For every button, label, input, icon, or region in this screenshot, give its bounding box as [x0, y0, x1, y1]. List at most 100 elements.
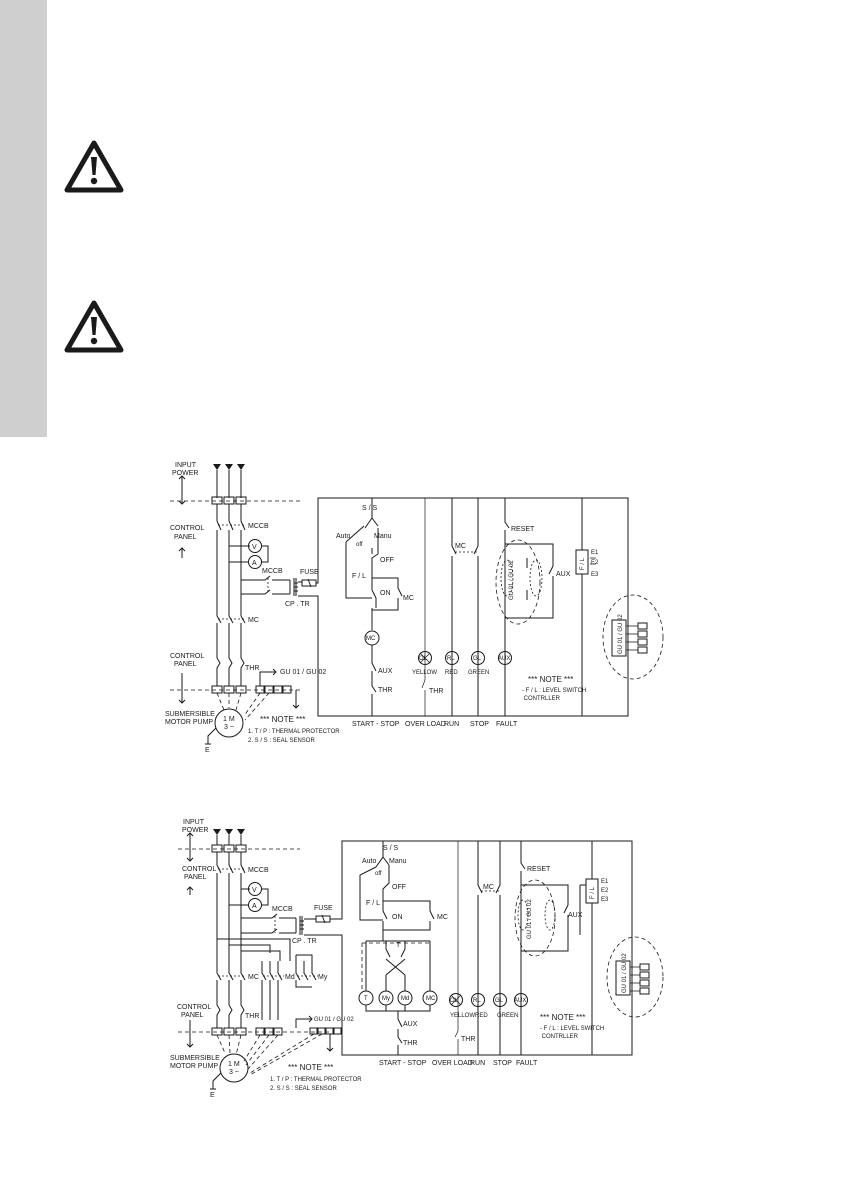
mccb-label: MCCB: [248, 523, 269, 530]
md-label: Md: [285, 974, 295, 981]
thr-label: THR: [245, 665, 259, 672]
e3-label: E3: [591, 572, 599, 578]
mc-rl-label: MC: [455, 543, 466, 550]
aux-r-label: AUX: [556, 571, 571, 578]
thr-ol-label: THR: [461, 1036, 475, 1043]
gu-r-label: GU 01 / GU 02: [618, 614, 624, 654]
gl-label: GL: [495, 998, 504, 1004]
rl-label: RL: [447, 656, 455, 662]
manu-label: Manu: [374, 533, 392, 540]
note-left-title: *** NOTE ***: [260, 715, 305, 724]
t-contact-label: T: [396, 942, 401, 949]
mc-contact-label: MC: [403, 595, 414, 602]
aux-lamp-label: AUX: [514, 998, 526, 1004]
note-fl: - F / L : LEVEL SWITCH CONTRLLER: [522, 688, 586, 702]
warning-icon: [64, 300, 124, 354]
mc-label: MC: [248, 617, 259, 624]
thr-label: THR: [245, 1013, 259, 1020]
overload-label: OVER LOAD: [432, 1060, 473, 1067]
green-label: GREEN: [497, 1013, 518, 1019]
note-title: *** NOTE ***: [540, 1013, 585, 1022]
mc-coil-label: MC: [366, 636, 376, 642]
note-left-title: *** NOTE ***: [288, 1063, 333, 1072]
yellow-label: YELLOW: [450, 1013, 475, 1019]
reset-label: RESET: [527, 866, 551, 873]
auto-label: Auto: [362, 858, 377, 865]
red-label: RED: [475, 1013, 488, 1019]
mc-label: MC: [248, 974, 259, 981]
voltmeter-label: V: [252, 887, 257, 894]
my-label: My: [318, 974, 328, 981]
fault-label: FAULT: [496, 721, 518, 728]
off-sw-label: off: [356, 542, 363, 548]
warning-icon: [64, 140, 124, 194]
note-ss: 2. S / S : SEAL SENSOR: [248, 738, 315, 744]
reset-label: RESET: [511, 526, 535, 533]
cptr-label: CP . TR: [285, 601, 310, 608]
aux-lamp-label: AUX: [498, 656, 510, 662]
note-tp: 1. T / P : THERMAL PROTECTOR: [270, 1077, 362, 1083]
gu-mid-label: GU 01 / GU 02: [509, 560, 515, 600]
off-label: OFF: [380, 557, 394, 564]
aux-label: AUX: [403, 1021, 418, 1028]
stop-label: STOP: [470, 721, 489, 728]
aux-r-label: AUX: [568, 912, 583, 919]
fuse-label: FUSE: [314, 905, 333, 912]
red-label: RED: [445, 670, 458, 676]
mccb2-label: MCCB: [262, 568, 283, 575]
run-label: RUN: [444, 721, 459, 728]
gu-label: GU 01 / GU 02: [314, 1017, 354, 1023]
note-title: *** NOTE ***: [528, 675, 573, 684]
fl-label: F / L: [366, 900, 380, 907]
fl-r-label: F / L: [580, 557, 586, 570]
off-sw-label: off: [375, 871, 382, 877]
rl-label: RL: [473, 998, 481, 1004]
off-label: OFF: [392, 884, 406, 891]
ol-label: OL: [450, 998, 459, 1004]
mc-contact-label: MC: [437, 914, 448, 921]
thr-coil-label: THR: [403, 1040, 417, 1047]
manu-label: Manu: [389, 858, 407, 865]
fl-label: F / L: [352, 573, 366, 580]
thr-coil-label: THR: [378, 687, 392, 694]
mc-rl-label: MC: [483, 884, 494, 891]
mc-coil-label: MC: [426, 996, 436, 1002]
my-coil-label: My: [382, 996, 390, 1002]
ammeter-label: A: [252, 903, 257, 910]
mccb2-label: MCCB: [272, 906, 293, 913]
ss-label: S / S: [362, 505, 378, 512]
earth-label: E: [210, 1092, 215, 1099]
earth-label: E: [205, 747, 210, 754]
note-ss: 2. S / S : SEAL SENSOR: [270, 1086, 337, 1092]
fl-r-label: F / L: [590, 886, 596, 899]
e2-label: E2: [601, 888, 609, 894]
ss-label: S / S: [383, 845, 399, 852]
ol-label: OL: [419, 656, 428, 662]
on-label: ON: [380, 590, 391, 597]
e3-label: E3: [601, 897, 609, 903]
note-fl: - F / L : LEVEL SWITCH CONTRLLER: [540, 1026, 604, 1040]
e1-label: E1: [591, 550, 599, 556]
stop-label: STOP: [493, 1060, 512, 1067]
ammeter-label: A: [252, 560, 257, 567]
auto-label: Auto: [336, 533, 351, 540]
start-stop-label: START - STOP: [379, 1060, 427, 1067]
gu-r-label: GU 01 / GU 02: [622, 953, 628, 993]
overload-label: OVER LOAD: [405, 721, 446, 728]
on-label: ON: [392, 914, 403, 921]
input-arrows: [213, 464, 245, 470]
gl-label: GL: [473, 656, 482, 662]
voltmeter-label: V: [252, 544, 257, 551]
aux-label: AUX: [378, 668, 393, 675]
thr-ol-label: THR: [429, 688, 443, 695]
e2-label: E2: [591, 560, 599, 566]
